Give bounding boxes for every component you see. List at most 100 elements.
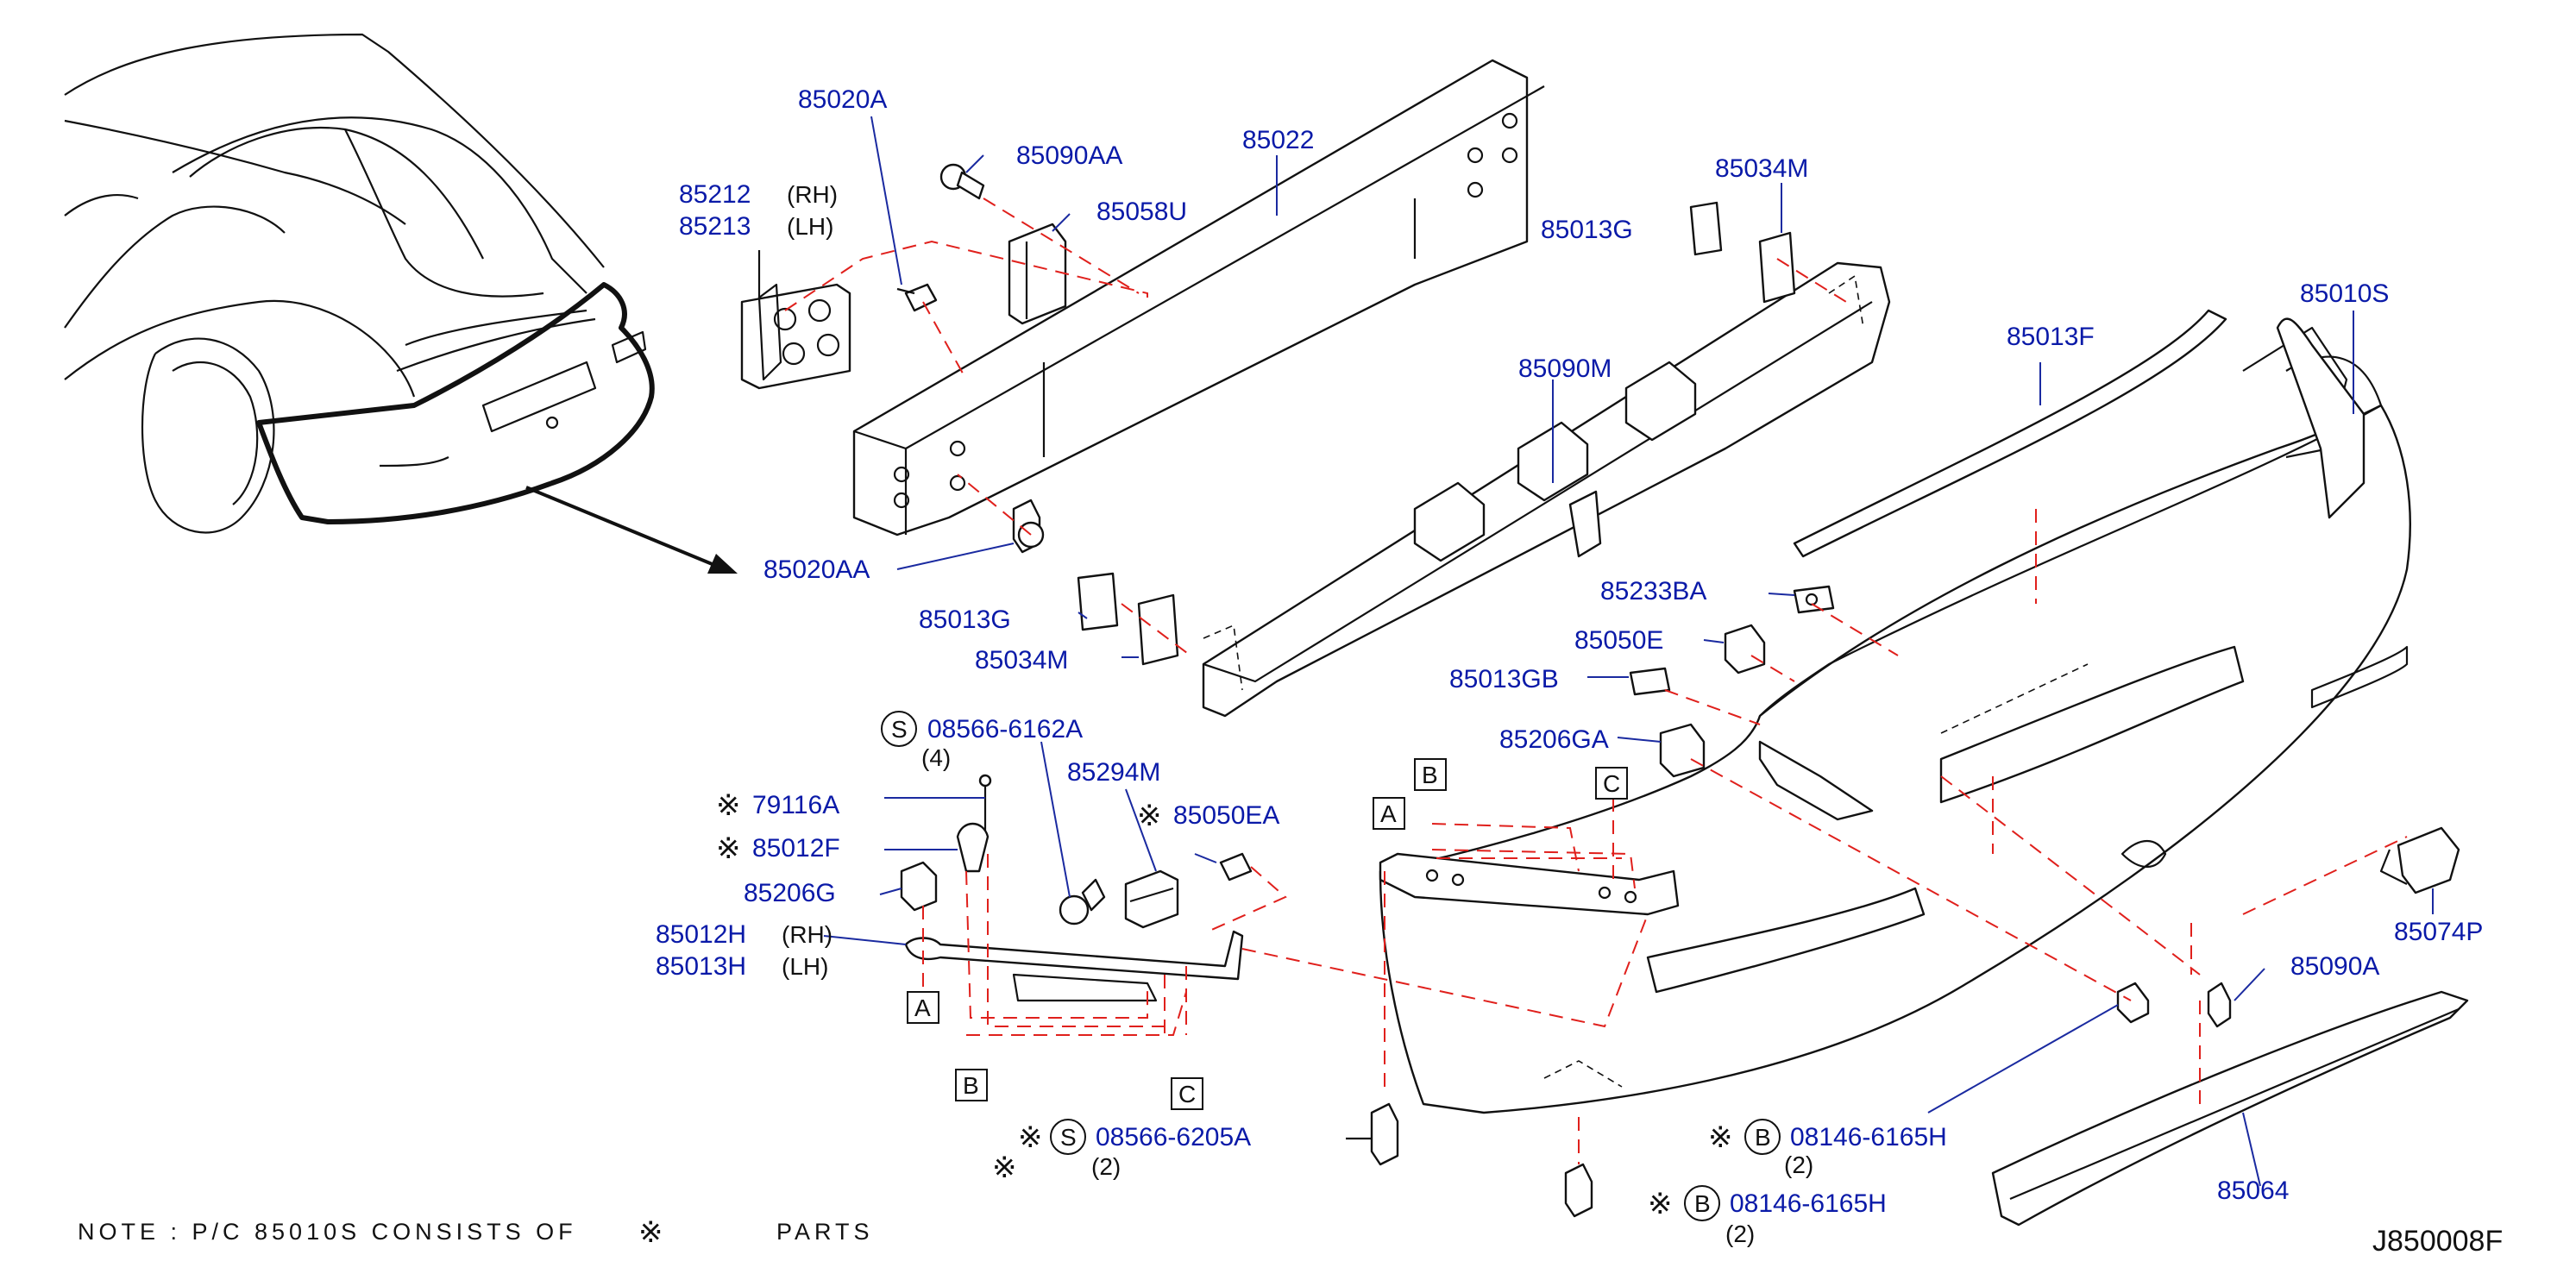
qty-08566-6205A: (2) xyxy=(1091,1153,1121,1180)
cover-85074P xyxy=(2379,826,2460,894)
note-parts: PARTS xyxy=(776,1219,874,1245)
label-85012H: 85012H xyxy=(656,920,746,949)
asterisk-08146-6165H-right: ※ xyxy=(1708,1121,1733,1154)
label-85013F: 85013F xyxy=(2007,323,2095,351)
asterisk-85012F: ※ xyxy=(716,832,741,865)
label-85013H: 85013H xyxy=(656,952,746,981)
label-85050E: 85050E xyxy=(1574,626,1663,655)
bracket-85012H xyxy=(904,930,1244,1002)
label-08146-6165H-bottom: 08146-6165H xyxy=(1730,1189,1887,1218)
bolt-08146-6165H xyxy=(2116,982,2150,1024)
note-asterisk: ※ xyxy=(638,1216,663,1249)
label-85020AA: 85020AA xyxy=(763,555,870,584)
clip-85050E xyxy=(1724,624,1766,675)
spacer-85034M-top xyxy=(1758,231,1796,304)
bracket-85294M xyxy=(1124,869,1179,929)
label-85013G-top: 85013G xyxy=(1541,216,1633,244)
diffuser-85064 xyxy=(1991,990,2469,1227)
label-08146-6165H-right: 08146-6165H xyxy=(1790,1123,1947,1151)
label-85012F: 85012F xyxy=(752,834,840,863)
energy-absorber-85090M xyxy=(1202,261,1891,718)
pad-85013G-top xyxy=(1689,201,1723,256)
fascia-side-retainer xyxy=(2276,317,2366,519)
label-85233BA: 85233BA xyxy=(1600,577,1706,605)
label-85294M: 85294M xyxy=(1067,758,1160,787)
side-and-quantity-annotations: (RH) (LH) (RH) (LH) (4) (2) (2) (2) xyxy=(782,181,1813,1247)
side-lh-85213: (LH) xyxy=(787,213,833,240)
spacer-85034M-bottom xyxy=(1137,593,1179,666)
note-text: NOTE : P/C 85010S CONSISTS OF xyxy=(78,1219,577,1245)
circled-symbols: S S B B xyxy=(881,711,1781,1221)
fascia-lower-bracket xyxy=(1379,852,1680,916)
asterisk-08146-6165H-bottom: ※ xyxy=(1648,1188,1673,1220)
ref-box-c-bracket: C xyxy=(1178,1081,1196,1107)
molding-85013F xyxy=(1793,309,2227,558)
symbol-s-08566-6162A: S xyxy=(891,716,908,743)
clip-85012F xyxy=(956,822,990,873)
ref-box-a-fascia: A xyxy=(1380,800,1397,827)
qty-08146-6165H-bottom: (2) xyxy=(1725,1220,1755,1247)
bumper-bracket-85212 xyxy=(740,250,851,390)
side-lh-85013H: (LH) xyxy=(782,953,828,980)
asterisk-79116A: ※ xyxy=(716,789,741,822)
clip-85206G xyxy=(900,861,938,912)
asterisk-08566-6205A-a: ※ xyxy=(1018,1121,1043,1154)
label-85020A: 85020A xyxy=(798,85,887,114)
qty-08566-6162A: (4) xyxy=(921,744,951,771)
label-85206G: 85206G xyxy=(744,879,836,907)
bolt-85020A xyxy=(896,283,938,312)
footer-notes: NOTE : P/C 85010S CONSISTS OF ※ PARTS J8… xyxy=(78,1216,2503,1258)
ref-box-c-fascia: C xyxy=(1603,770,1620,797)
label-79116A: 79116A xyxy=(752,791,839,819)
callout-arrow xyxy=(525,486,738,574)
bracket-85058U xyxy=(1008,223,1067,325)
bolt-85020AA xyxy=(1012,499,1045,554)
label-85064: 85064 xyxy=(2217,1176,2289,1205)
label-85034M-bottom: 85034M xyxy=(975,646,1068,675)
asterisk-08566-6205A-b: ※ xyxy=(992,1151,1017,1184)
label-08566-6162A: 08566-6162A xyxy=(927,715,1083,744)
label-85034M-top: 85034M xyxy=(1715,154,1808,183)
side-rh-85012H: (RH) xyxy=(782,921,832,948)
ref-box-b-bracket: B xyxy=(963,1072,979,1099)
label-85050EA: 85050EA xyxy=(1173,801,1279,830)
label-85090M: 85090M xyxy=(1518,355,1612,383)
label-85213: 85213 xyxy=(679,212,751,241)
bumper-fascia-85010S xyxy=(1379,326,2411,1114)
leader-lines xyxy=(823,116,2434,1187)
assembly-guide-lines xyxy=(784,198,2408,1164)
car-rear-outline-illustration xyxy=(64,33,655,534)
screw-08566-6162A xyxy=(1059,878,1106,925)
fascia-upper-side-bracket xyxy=(1758,740,1874,821)
asterisk-markers: ※ ※ ※ ※ ※ ※ ※ xyxy=(716,789,1733,1220)
symbol-b-08146-6165H-bottom: B xyxy=(1694,1190,1711,1217)
label-85013GB: 85013GB xyxy=(1449,665,1559,693)
ref-box-a-bracket: A xyxy=(914,995,931,1021)
label-85013G-bottom: 85013G xyxy=(919,605,1011,634)
bolt-85090A xyxy=(2207,982,2232,1028)
bolt-bottom-left xyxy=(1346,1102,1399,1166)
qty-08146-6165H-right: (2) xyxy=(1784,1151,1813,1178)
reference-boxes: B C A A B C xyxy=(907,758,1628,1110)
symbol-s-08566-6205A: S xyxy=(1060,1124,1077,1151)
label-85090AA: 85090AA xyxy=(1016,141,1122,170)
clip-85206GA xyxy=(1659,723,1706,778)
bolt-85090AA xyxy=(939,163,985,200)
pad-85013GB xyxy=(1629,667,1671,696)
label-85058U: 85058U xyxy=(1096,198,1187,226)
label-85010S: 85010S xyxy=(2300,279,2389,308)
bolt-08146-6165H-bottom xyxy=(1564,1163,1593,1218)
part-labels: 85020A 85090AA 85022 85212 85213 85058U … xyxy=(656,85,2483,1218)
label-85090A: 85090A xyxy=(2290,952,2379,981)
clip-85050EA xyxy=(1219,852,1253,882)
label-85206GA: 85206GA xyxy=(1499,725,1609,754)
bumper-reinforcement-85022 xyxy=(852,59,1545,536)
ref-box-b-fascia: B xyxy=(1422,762,1438,788)
label-08566-6205A: 08566-6205A xyxy=(1096,1123,1251,1151)
symbol-b-08146-6165H-right: B xyxy=(1755,1124,1771,1151)
label-85074P: 85074P xyxy=(2394,918,2483,946)
label-85212: 85212 xyxy=(679,180,751,209)
side-rh-85212: (RH) xyxy=(787,181,838,208)
diagram-code: J850008F xyxy=(2372,1225,2503,1258)
